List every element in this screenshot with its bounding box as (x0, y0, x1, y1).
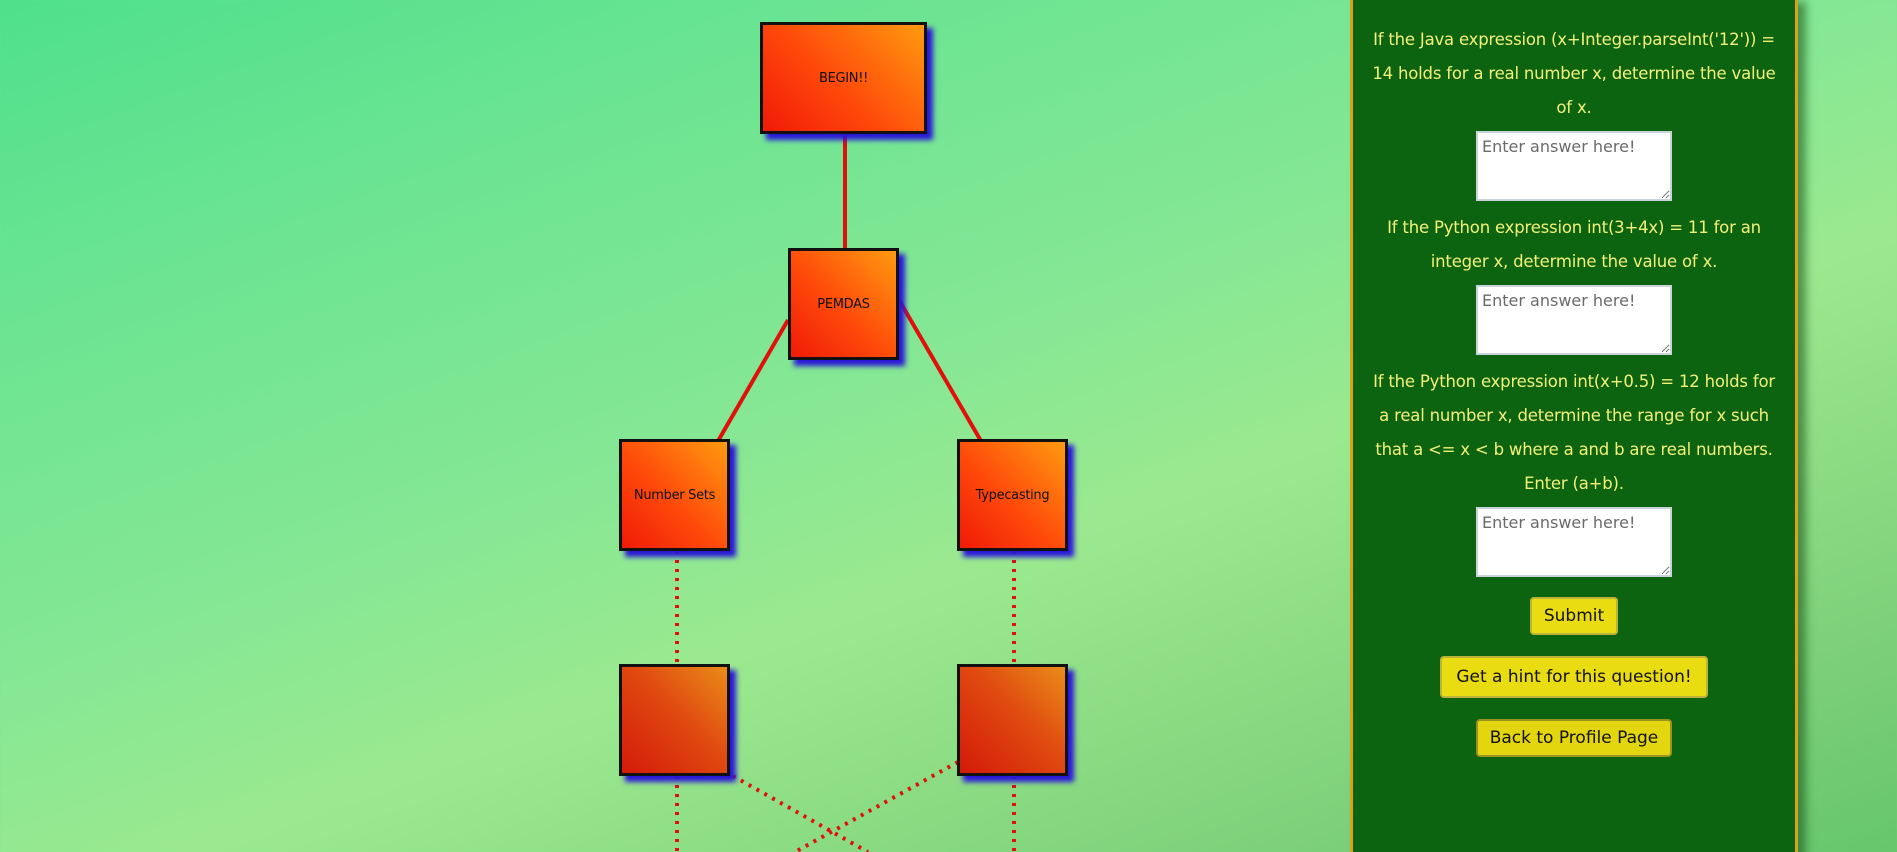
answer-1-input[interactable] (1476, 131, 1672, 201)
skill-tree-links (675, 134, 1016, 852)
submit-button[interactable]: Submit (1529, 597, 1619, 635)
skill-tree: BEGIN!! PEMDAS Number Sets Typecasting (619, 22, 1068, 852)
link-pemdas-number-sets (716, 318, 790, 443)
node-typecasting-label: Typecasting (975, 487, 1050, 503)
node-locked-right[interactable] (957, 664, 1068, 776)
answer-3-input[interactable] (1476, 507, 1672, 577)
node-locked-left[interactable] (619, 664, 730, 776)
answer-2-input[interactable] (1476, 285, 1672, 355)
question-1-text: If the Java expression (x+Integer.parseI… (1372, 30, 1776, 117)
question-panel: If the Java expression (x+Integer.parseI… (1350, 0, 1798, 852)
node-number-sets-label: Number Sets (633, 487, 716, 503)
link-locked-right-cross (794, 760, 959, 852)
question-3-text: If the Python expression int(x+0.5) = 12… (1373, 372, 1775, 493)
node-typecasting[interactable]: Typecasting (957, 439, 1068, 551)
hint-button[interactable]: Get a hint for this question! (1440, 656, 1708, 698)
node-number-sets[interactable]: Number Sets (619, 439, 730, 551)
node-begin[interactable]: BEGIN!! (760, 22, 927, 134)
link-pemdas-typecasting (897, 298, 983, 443)
question-2-text: If the Python expression int(3+4x) = 11 … (1387, 218, 1761, 271)
node-pemdas-label: PEMDAS (817, 296, 870, 312)
link-locked-left-cross (732, 774, 869, 852)
node-pemdas[interactable]: PEMDAS (788, 248, 899, 360)
back-to-profile-button[interactable]: Back to Profile Page (1475, 719, 1673, 757)
node-begin-label: BEGIN!! (818, 70, 869, 86)
